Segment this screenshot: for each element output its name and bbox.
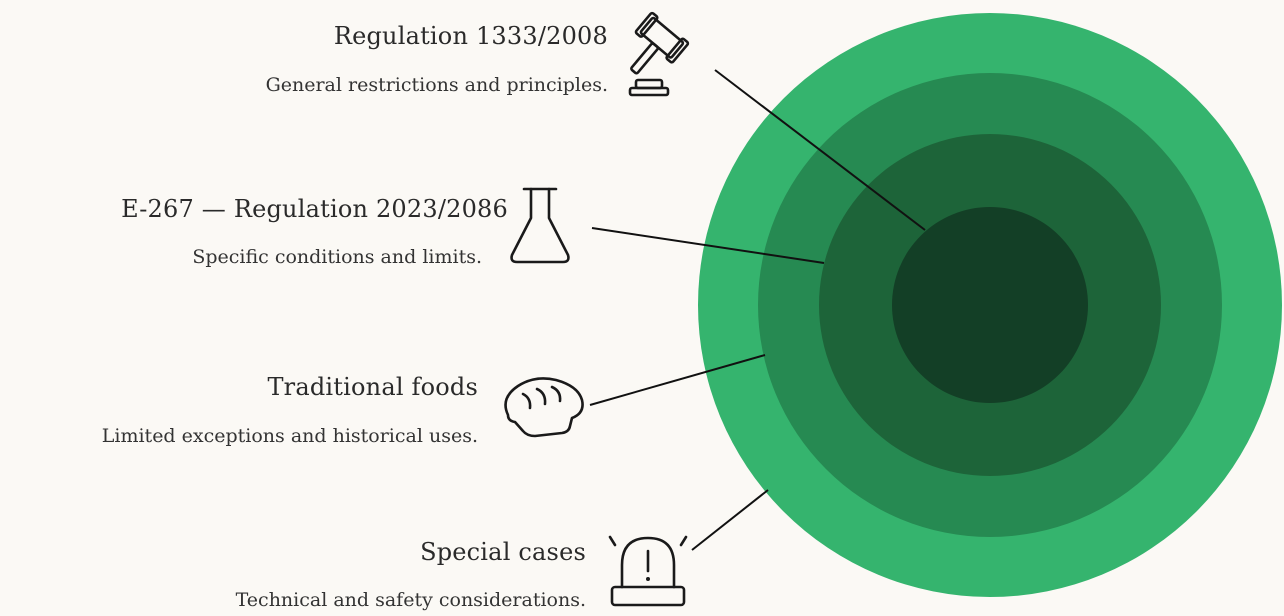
flask-icon (510, 187, 570, 264)
bread-icon (504, 377, 584, 438)
layer-desc-traditional-foods: Limited exceptions and historical uses. (101, 425, 478, 447)
layer-title-regulation-1333: Regulation 1333/2008 (333, 22, 608, 50)
connector-line-3 (589, 354, 766, 406)
layer-desc-regulation-1333: General restrictions and principles. (265, 74, 608, 96)
connector-line-2 (591, 227, 825, 264)
alarm-icon (608, 535, 688, 607)
layer-desc-special-cases: Technical and safety considerations. (235, 589, 586, 611)
connector-line-4 (691, 489, 769, 551)
connector-line-1 (714, 69, 926, 231)
layer-title-e267: E-267 — Regulation 2023/2086 (121, 195, 508, 223)
layer-title-traditional-foods: Traditional foods (267, 373, 478, 401)
layer-desc-e267: Specific conditions and limits. (192, 246, 482, 268)
ring-core (892, 207, 1088, 403)
gavel-icon (628, 11, 690, 97)
layer-title-special-cases: Special cases (420, 538, 586, 566)
